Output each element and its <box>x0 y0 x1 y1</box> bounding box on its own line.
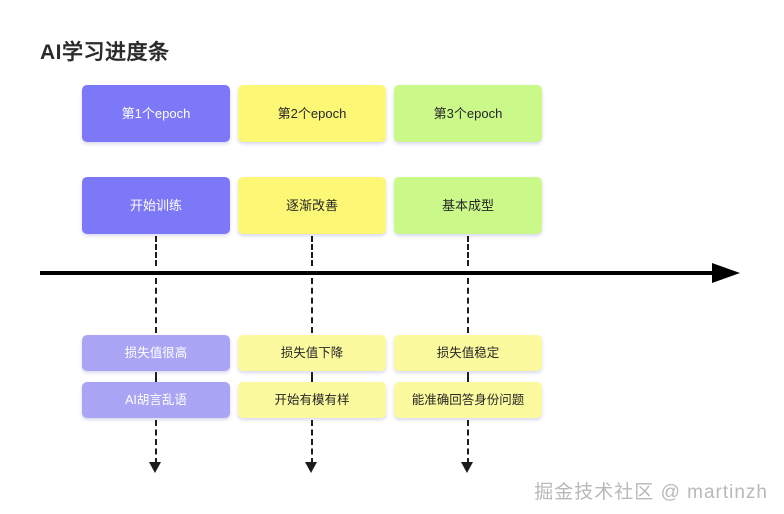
connector-line-3-lower <box>467 420 469 464</box>
loss-card-3-label: 损失值稳定 <box>436 345 500 360</box>
connector-line-2-upper <box>311 236 313 266</box>
stage-card-1-label: 开始训练 <box>129 197 182 213</box>
connector-line-2-mid <box>311 278 313 333</box>
stage-card-2[interactable]: 逐渐改善 <box>238 177 386 234</box>
stage-card-3-label: 基本成型 <box>441 197 494 213</box>
timeline-axis <box>40 263 740 283</box>
connector-line-3-upper <box>467 236 469 266</box>
stage-card-2-label: 逐渐改善 <box>285 197 338 213</box>
epoch-card-2[interactable]: 第2个epoch <box>238 85 386 142</box>
watermark: 掘金技术社区 @ martinzh <box>534 482 768 503</box>
epoch-card-1-label: 第1个epoch <box>121 105 191 121</box>
stage-card-1[interactable]: 开始训练 <box>82 177 230 234</box>
connector-line-1-mid <box>155 278 157 333</box>
loss-card-1[interactable]: 损失值很高 <box>82 335 230 371</box>
loss-card-3[interactable]: 损失值稳定 <box>394 335 542 371</box>
connector-line-2-gap <box>311 372 313 382</box>
connector-line-3-mid <box>467 278 469 333</box>
timeline-arrowhead-icon <box>712 263 740 283</box>
epoch-card-3-label: 第3个epoch <box>433 105 503 121</box>
connector-line-3-gap <box>467 372 469 382</box>
epoch-card-2-label: 第2个epoch <box>277 105 347 121</box>
behavior-card-3[interactable]: 能准确回答身份问题 <box>394 382 542 418</box>
connector-arrow-1 <box>149 462 161 473</box>
loss-card-2[interactable]: 损失值下降 <box>238 335 386 371</box>
connector-line-1-upper <box>155 236 157 266</box>
behavior-card-2-label: 开始有模有样 <box>274 392 350 407</box>
loss-card-2-label: 损失值下降 <box>280 345 344 360</box>
connector-line-2-lower <box>311 420 313 464</box>
connector-line-1-gap <box>155 372 157 382</box>
page-title: AI学习进度条 <box>40 41 170 64</box>
stage-card-3[interactable]: 基本成型 <box>394 177 542 234</box>
connector-line-1-lower <box>155 420 157 464</box>
epoch-card-1[interactable]: 第1个epoch <box>82 85 230 142</box>
connector-arrow-3 <box>461 462 473 473</box>
behavior-card-2[interactable]: 开始有模有样 <box>238 382 386 418</box>
connector-arrow-2 <box>305 462 317 473</box>
behavior-card-1[interactable]: AI胡言乱语 <box>82 382 230 418</box>
behavior-card-1-label: AI胡言乱语 <box>125 392 187 407</box>
loss-card-1-label: 损失值很高 <box>124 345 188 360</box>
epoch-card-3[interactable]: 第3个epoch <box>394 85 542 142</box>
behavior-card-3-label: 能准确回答身份问题 <box>411 392 525 407</box>
